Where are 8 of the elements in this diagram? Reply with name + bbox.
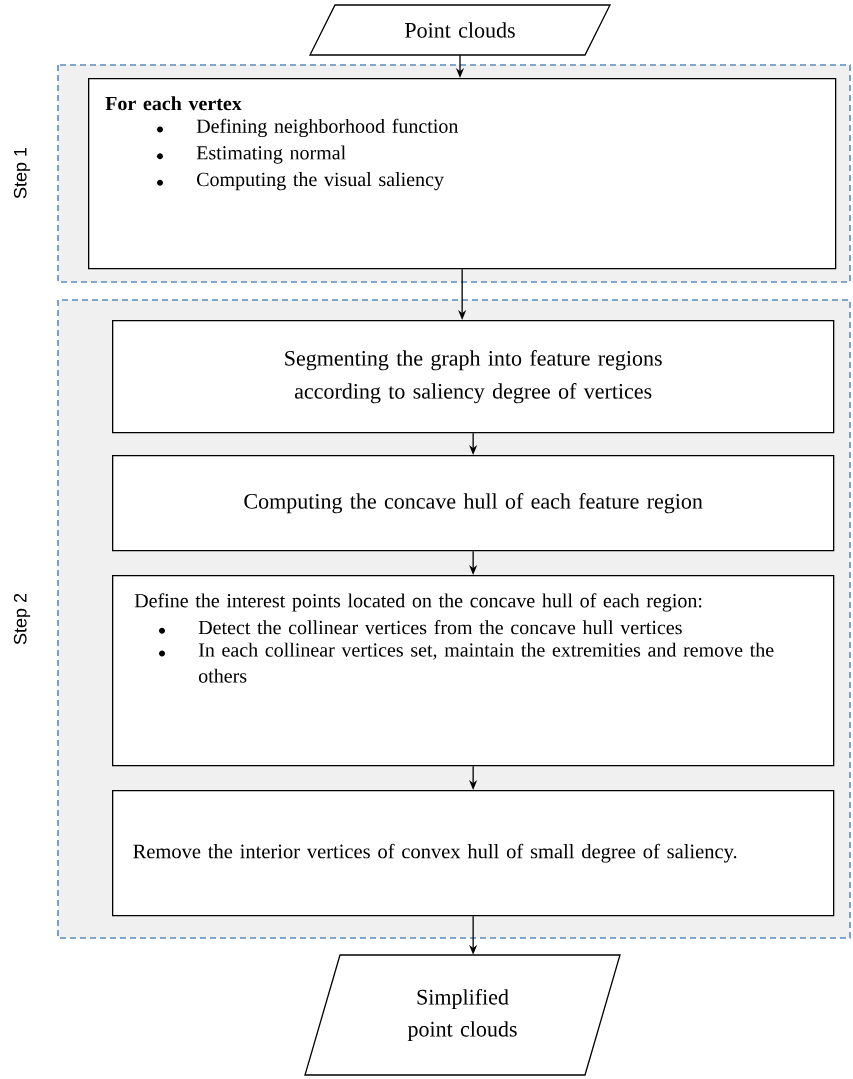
- process-box: Segmenting the graph into feature regions according to saliency degree of vertices: [112, 320, 835, 434]
- data-parallelogram: Simplified point clouds: [304, 954, 621, 1076]
- process-box: Remove the interior vertices of convex hull of small degree of saliency.: [112, 790, 835, 917]
- node-label: Step 2: [13, 593, 31, 645]
- process-box: Define the interest points located on the concave hull of each region: Detect the collinear vertices from the concave hull vertices In each collinear vertices set, maintain the extremities and remove the others: [112, 575, 835, 767]
- process-box: For each vertex Defining neighborhood function Estimating normal Computing the visual saliency: [88, 78, 837, 270]
- node-label: Step 1: [13, 147, 31, 199]
- process-box: Computing the concave hull of each feature region: [112, 455, 835, 552]
